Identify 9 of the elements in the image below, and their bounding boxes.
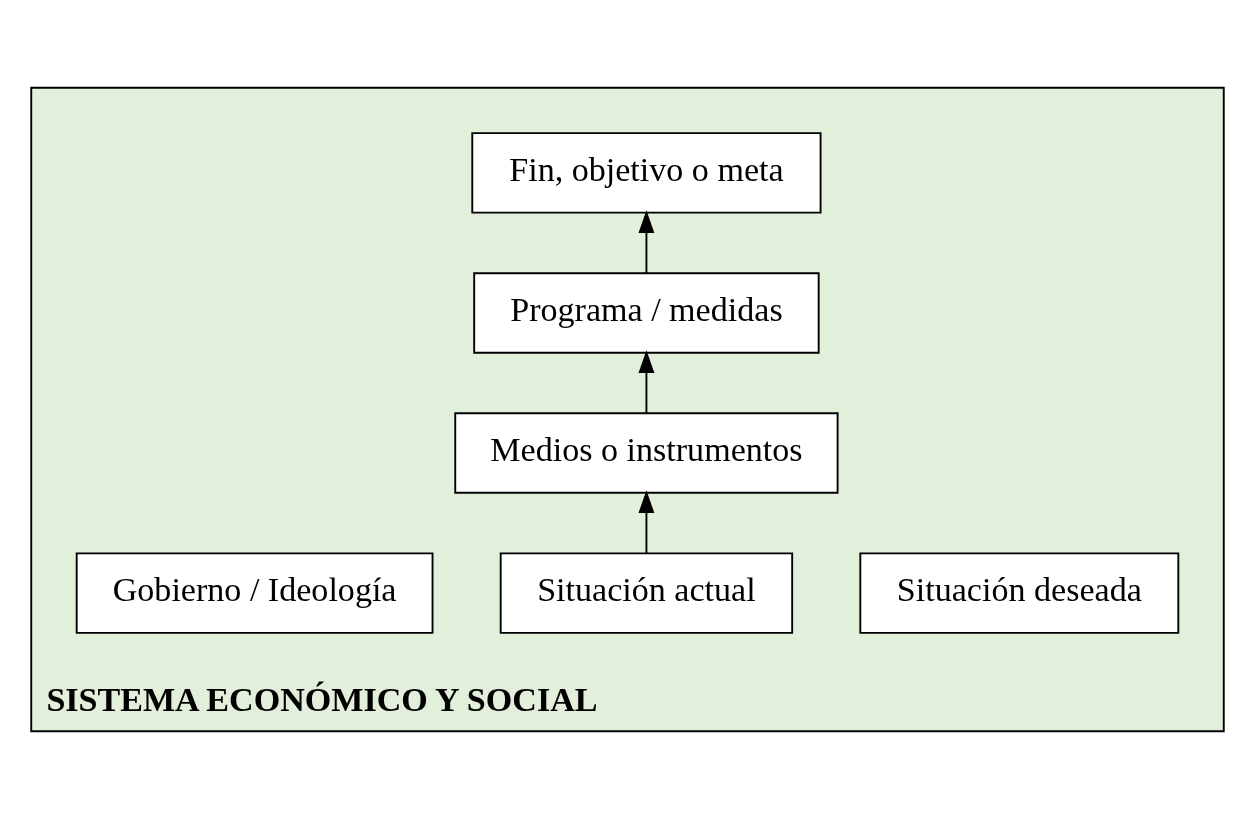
node-box: Situación actual: [499, 551, 794, 634]
arrow: [638, 489, 655, 554]
arrow: [638, 209, 655, 274]
node-box: Gobierno / Ideología: [75, 551, 434, 634]
node-box: Programa / medidas: [473, 271, 820, 354]
node-box: Fin, objetivo o meta: [471, 131, 822, 214]
arrow: [638, 349, 655, 414]
node-box: Situación deseada: [859, 551, 1180, 634]
node-box: Medios o instrumentos: [454, 411, 839, 494]
